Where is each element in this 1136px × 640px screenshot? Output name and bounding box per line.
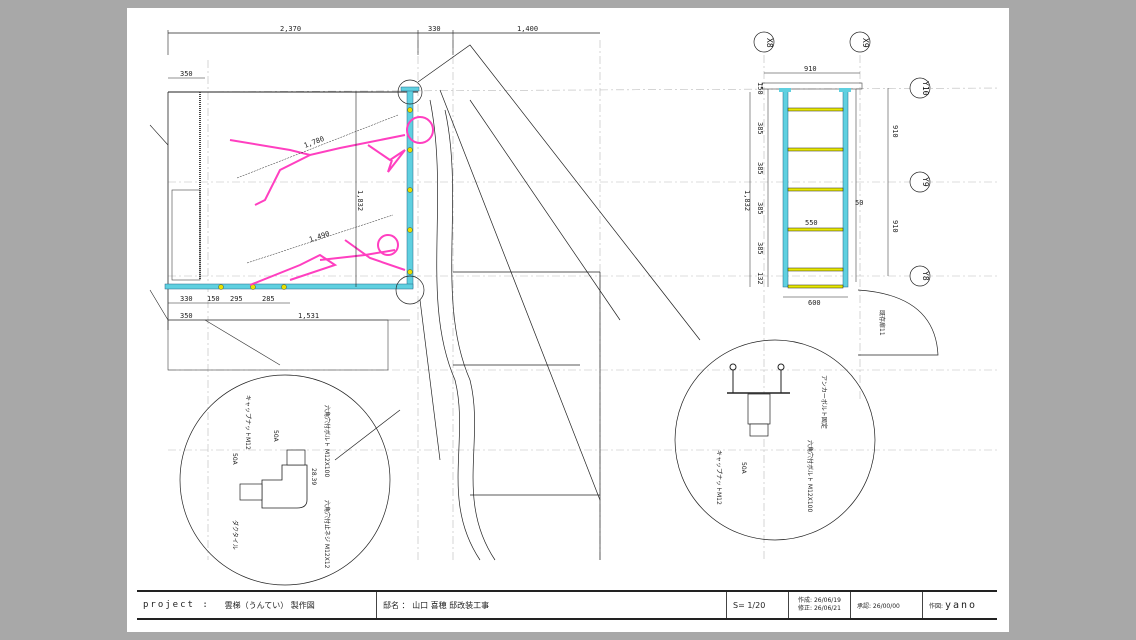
dim-50: 50 <box>855 199 863 207</box>
label-capnut: キャップナットM12 <box>244 395 251 450</box>
dim-330b: 330 <box>180 295 193 303</box>
project-cell: project : 雲梯（うんてい） 製作図 <box>137 592 377 618</box>
dim-350b: 350 <box>180 312 193 320</box>
label-anchor: アンカーボルト固定 <box>820 375 828 429</box>
dim-550: 550 <box>805 219 818 227</box>
dates: 作成: 26/06/19 修正: 26/06/21 <box>789 592 851 618</box>
drawn-by-name: yano <box>944 599 978 611</box>
grid-bubbles <box>753 31 931 287</box>
dim-385c: 385 <box>756 202 764 215</box>
door-note: 既存扉11 <box>878 310 886 336</box>
dim-330: 330 <box>428 25 441 33</box>
dim-150: 150 <box>207 295 220 303</box>
dim-1490: 1,490 <box>308 230 331 244</box>
grid-x9: X9 <box>861 38 870 48</box>
ladder-rungs <box>787 107 844 289</box>
structure-lines <box>334 44 701 561</box>
human-figures <box>229 116 434 286</box>
detail-right: アンカーボルト固定 六角穴付ボルト M12X100 キャップナットM12 50A <box>674 339 876 541</box>
label-bolt-r: 六角穴付ボルト M12X100 <box>806 440 814 512</box>
created-date: 作成: 26/06/19 <box>798 597 841 604</box>
dim-2370: 2,370 <box>280 25 301 33</box>
dim-285: 285 <box>262 295 275 303</box>
site-name: 邸名 ： 山口 喜穂 邸改装工事 <box>377 592 727 618</box>
dim-910a: 910 <box>891 125 899 138</box>
dim-295: 295 <box>230 295 243 303</box>
dim-1400: 1,400 <box>517 25 538 33</box>
grid-y10: Y10 <box>921 81 930 96</box>
dim-385b: 385 <box>756 162 764 175</box>
scale: S= 1/20 <box>727 592 789 618</box>
top-dimension: 2,370 330 1,400 350 <box>167 25 600 79</box>
dim-385d: 385 <box>756 242 764 255</box>
label-50a-2: 50A <box>231 453 238 466</box>
dim-1832: 1,832 <box>356 190 364 211</box>
project-label: project : <box>143 600 210 610</box>
label-50a-1: 50A <box>272 430 279 443</box>
dim-150p: 150 <box>756 82 764 95</box>
dim-600: 600 <box>808 299 821 307</box>
revised-date: 修正: 26/06/21 <box>798 605 841 612</box>
title-block: project : 雲梯（うんてい） 製作図 邸名 ： 山口 喜穂 邸改装工事 … <box>137 590 997 620</box>
project-name: 雲梯（うんてい） 製作図 <box>224 600 315 610</box>
detail-left: 六角穴付ボルト M12X100 キャップナットM12 50A 50A 28.39… <box>179 374 391 586</box>
dim-132: 132 <box>756 272 764 285</box>
label-bolt: 六角穴付ボルト M12X100 <box>323 405 331 477</box>
dim-350: 350 <box>180 70 193 78</box>
label-ductile: ダクタイル <box>231 520 239 550</box>
dim-910-top: 910 <box>804 65 817 73</box>
approved-date: 承認: 26/00/00 <box>851 592 923 618</box>
grid-y9: Y9 <box>921 177 930 187</box>
cad-drawing: 2,370 330 1,400 350 <box>149 25 1001 586</box>
ladder-plan: 910 1,832 150 385 385 385 385 132 550 50… <box>743 65 939 356</box>
dim-910b: 910 <box>891 220 899 233</box>
label-50a-r: 50A <box>740 462 747 475</box>
grid-y8: Y8 <box>921 271 930 281</box>
dim-plan-1832: 1,832 <box>743 190 751 211</box>
grid-x8: X8 <box>765 38 774 48</box>
drawn-by: 作図: yano <box>923 592 983 618</box>
label-setscrew: 六角穴付止ネジ M12X12 <box>323 500 331 569</box>
dim-385a: 385 <box>756 122 764 135</box>
horizontal-pipe <box>164 283 414 290</box>
label-28-39: 28.39 <box>310 468 317 485</box>
dim-1531: 1,531 <box>298 312 319 320</box>
label-capnut-r: キャップナットM12 <box>715 450 722 505</box>
drawing-sheet: 2,370 330 1,400 350 <box>127 8 1009 632</box>
drawn-by-label: 作図: <box>929 602 944 610</box>
side-elevation: 1,780 1,490 1,832 330 150 295 285 350 1,… <box>149 79 434 371</box>
